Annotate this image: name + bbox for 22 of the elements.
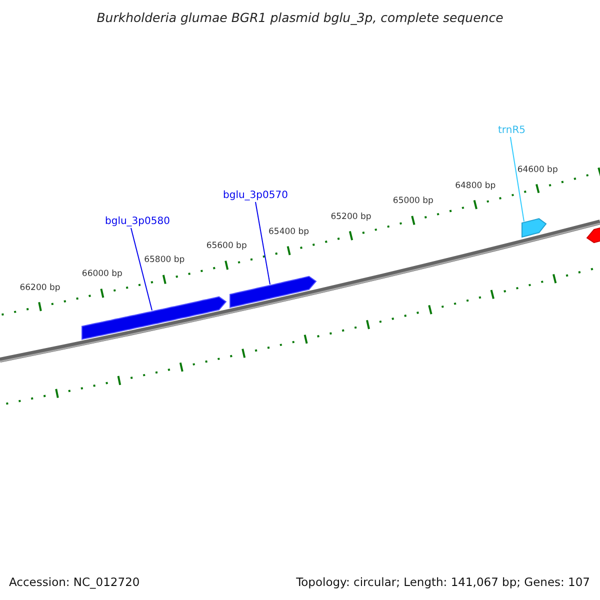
leader-line bbox=[510, 136, 524, 222]
tick-label: 65000 bp bbox=[392, 196, 434, 206]
gene-arrow bbox=[230, 276, 317, 308]
tick-label: 66200 bp bbox=[20, 282, 60, 293]
tick-label: 65200 bp bbox=[330, 212, 372, 222]
tick-label: 64600 bp bbox=[517, 164, 558, 175]
gene-arrow bbox=[522, 218, 547, 238]
gene-label: bglu_3p0580 bbox=[105, 216, 170, 227]
gene-label: bglu_3p0570 bbox=[223, 190, 288, 201]
gene-arrow bbox=[82, 296, 227, 340]
diagram-title: Burkholderia glumae BGR1 plasmid bglu_3p, complete sequence bbox=[96, 10, 504, 25]
tick-label: 64800 bp bbox=[455, 180, 496, 191]
accession-text: Accession: NC_012720 bbox=[9, 575, 140, 589]
genome-summary-text: Topology: circular; Length: 141,067 bp; Genes: 107 bbox=[296, 575, 590, 589]
leader-line bbox=[130, 228, 152, 311]
gene-arrow bbox=[586, 226, 600, 244]
tick-label: 65400 bp bbox=[268, 226, 310, 237]
tick-label: 65800 bp bbox=[144, 255, 185, 266]
tick-label: 65600 bp bbox=[206, 241, 247, 252]
leader-line bbox=[255, 202, 270, 285]
tick-label: 66000 bp bbox=[82, 269, 122, 280]
gene-label: trnR5 bbox=[498, 125, 526, 136]
